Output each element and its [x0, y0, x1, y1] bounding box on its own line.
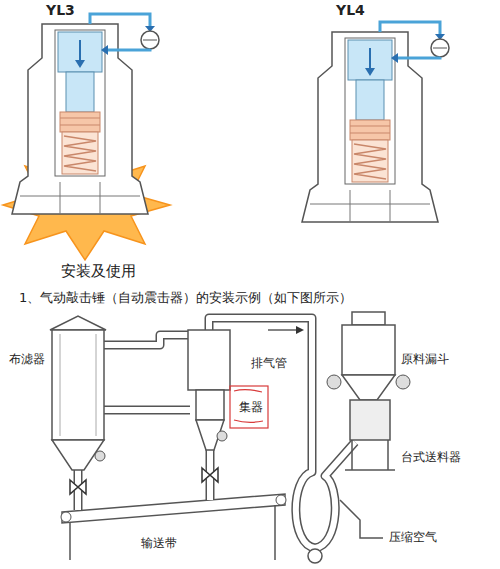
- model-label: YL3: [45, 2, 76, 19]
- part-label: 台式送料器: [400, 450, 462, 464]
- part-label: 原料漏斗: [400, 352, 450, 366]
- model-label: YL4: [335, 2, 366, 19]
- part-label: 集器: [238, 400, 264, 414]
- part-label: 输送带: [140, 536, 178, 550]
- section-title: 安装及使用: [60, 262, 137, 280]
- part-label: 排气管: [250, 356, 288, 370]
- part-label: 布滤器: [8, 352, 46, 366]
- part-label: 压缩空气: [388, 530, 438, 544]
- caption-text: 1、气动敲击锤（自动震击器）的安装示例（如下图所示）: [18, 290, 353, 306]
